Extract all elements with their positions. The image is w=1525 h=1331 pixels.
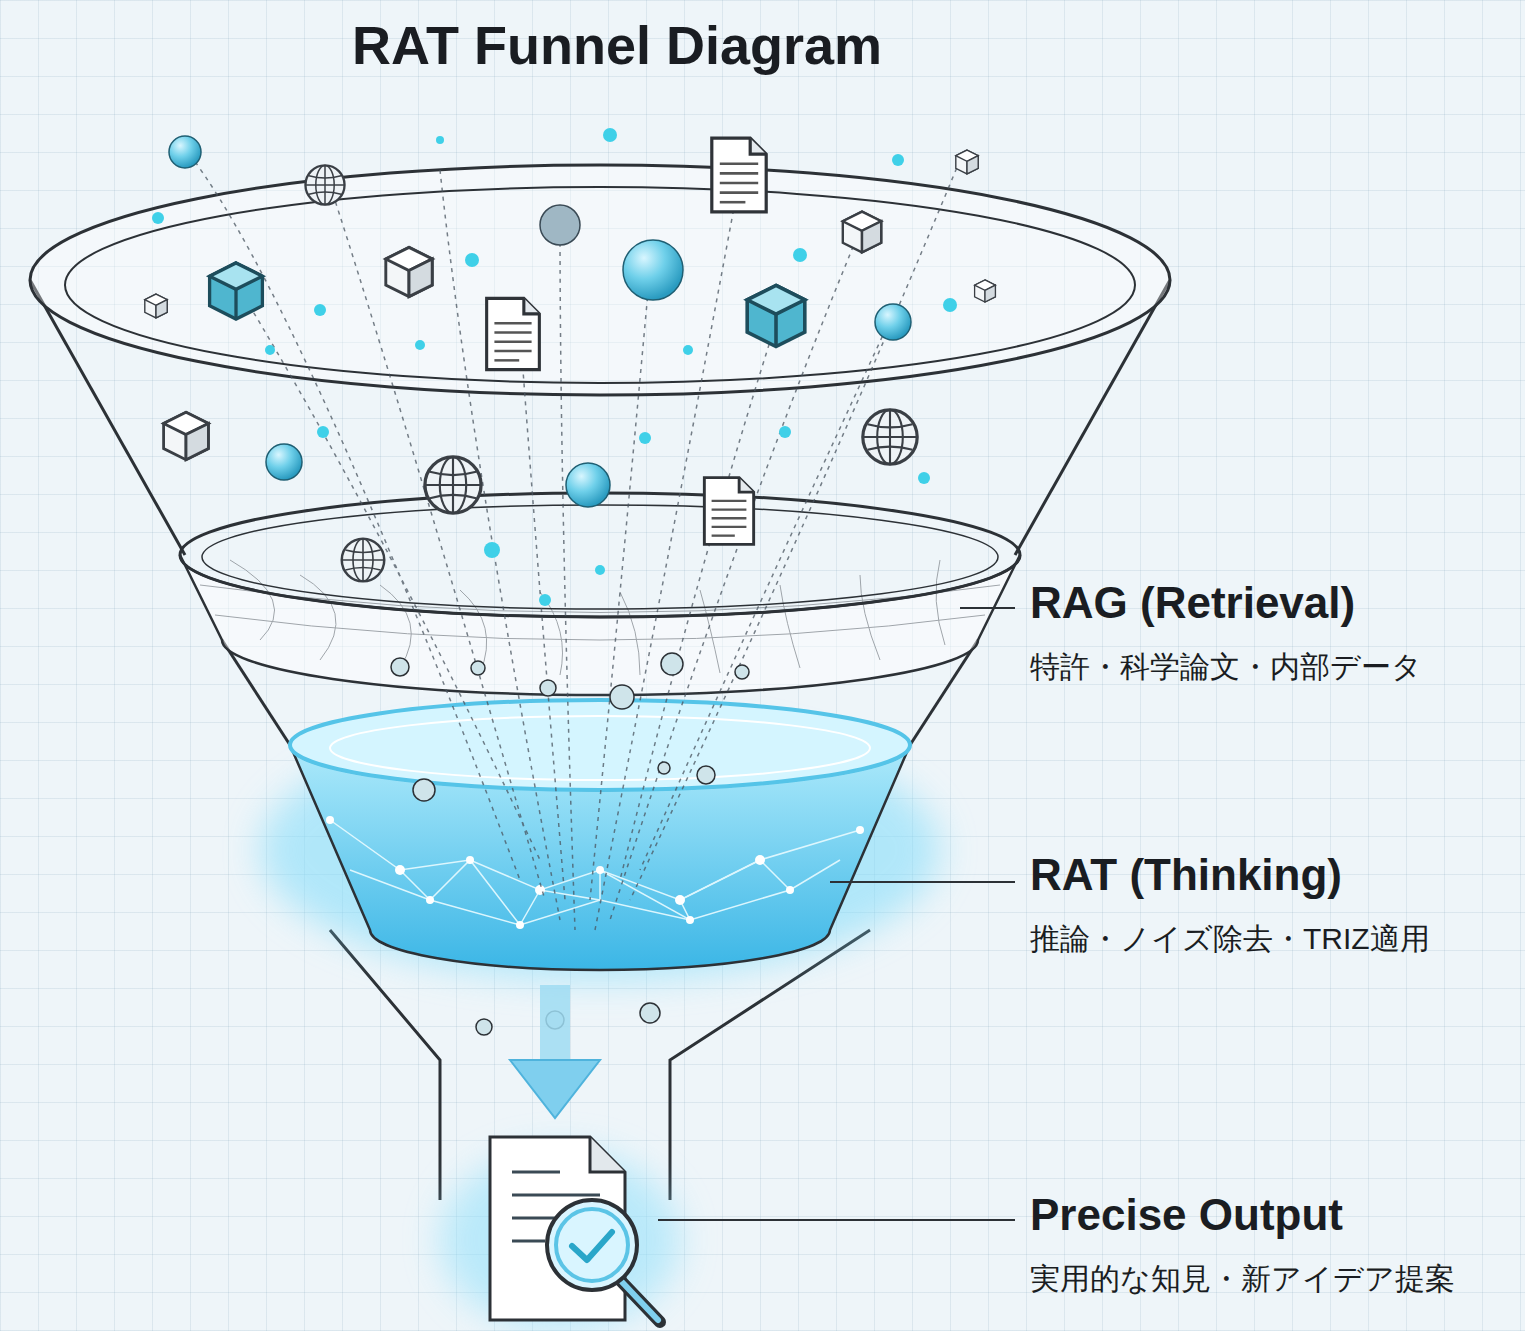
data-particles (145, 128, 996, 1035)
funnel-rim-inner (65, 187, 1135, 383)
stage-heading: RAG (Retrieval) (1030, 578, 1355, 629)
retrieval-mesh (180, 493, 1020, 695)
stage-heading: RAT (Thinking) (1030, 850, 1342, 901)
leader-line (658, 1219, 1015, 1221)
output-document (440, 1137, 680, 1330)
output-arrow (510, 985, 600, 1118)
diagram-title: RAT Funnel Diagram (352, 14, 882, 76)
funnel-body (30, 280, 1170, 1200)
leader-line (960, 607, 1015, 609)
thinking-band (260, 700, 940, 980)
funnel-rim (30, 165, 1170, 395)
stage-description: 特許・科学論文・内部データ (1030, 650, 1422, 685)
stage-description: 実用的な知見・新アイデア提案 (1030, 1262, 1455, 1297)
data-streams (190, 155, 960, 930)
stage-description: 推論・ノイズ除去・TRIZ適用 (1030, 922, 1430, 957)
stage-heading: Precise Output (1030, 1190, 1343, 1241)
leader-line (830, 881, 1015, 883)
